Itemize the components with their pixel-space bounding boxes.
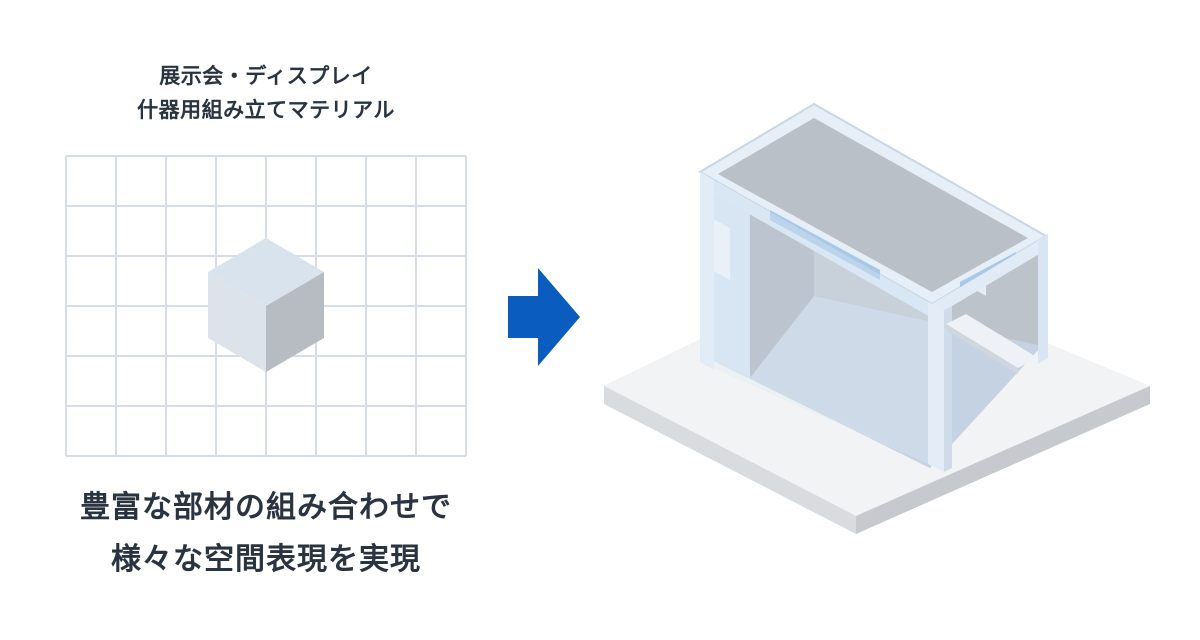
heading-line-1: 展示会・ディスプレイ [159, 64, 373, 88]
arrow-right-icon [508, 268, 580, 366]
material-grid [65, 155, 467, 457]
front-post-left [700, 172, 714, 370]
caption-line-2: 様々な空間表現を実現 [111, 542, 421, 577]
front-post-center [928, 302, 944, 472]
cube-icon [208, 238, 324, 372]
heading-line-2: 什器用組み立てマテリアル [137, 98, 395, 122]
front-post-right [1038, 234, 1048, 364]
exhibition-booth-illustration [604, 102, 1150, 534]
caption-line-1: 豊富な部材の組み合わせで [80, 490, 452, 525]
shelf [946, 314, 1038, 368]
